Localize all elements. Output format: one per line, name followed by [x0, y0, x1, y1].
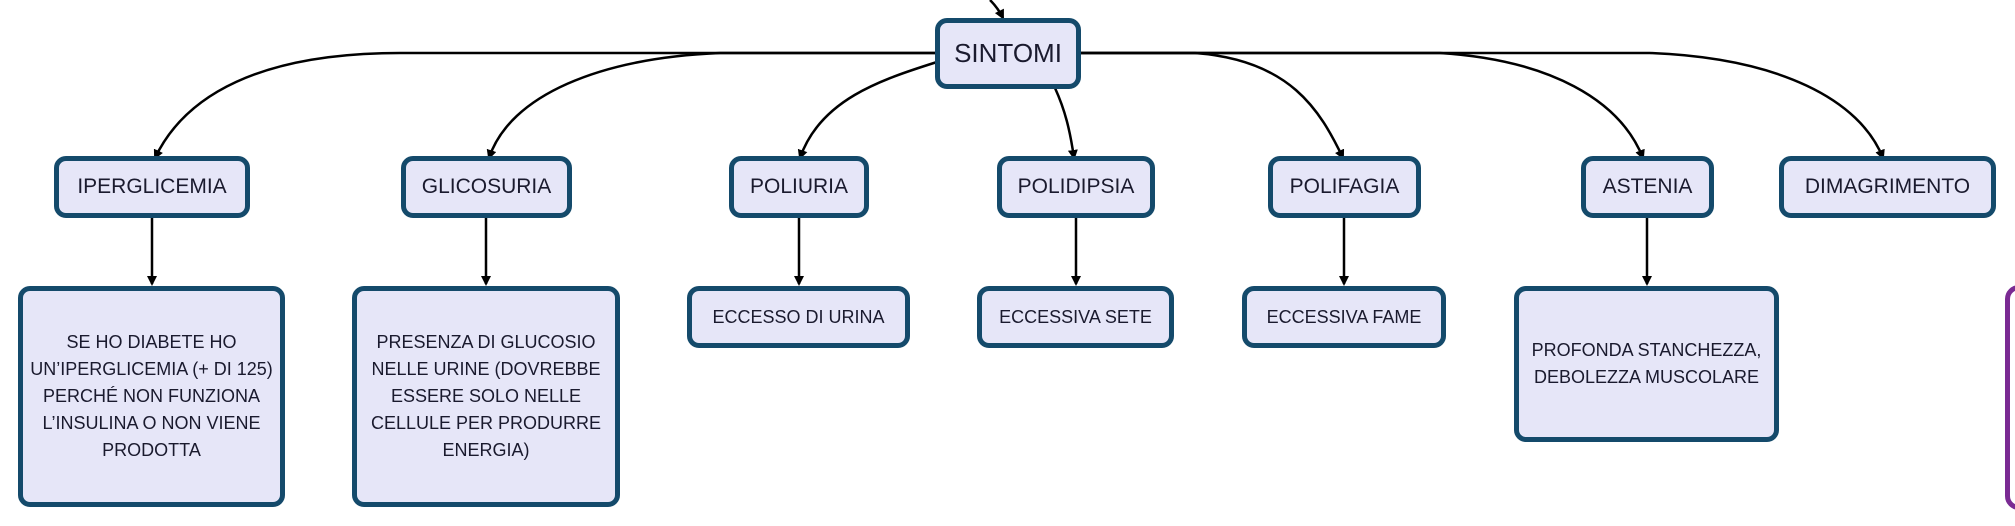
node-dimagrimento-label: DIMAGRIMENTO [1804, 175, 1971, 198]
node-glicosuria-detail-text: PRESENZA DI GLUCOSIO NELLE URINE (DOVREB… [370, 332, 602, 460]
node-astenia-detail[interactable]: PROFONDA STANCHEZZA, DEBOLEZZA MUSCOLARE [1514, 286, 1779, 442]
node-dimagrimento[interactable]: DIMAGRIMENTO [1779, 156, 1996, 218]
edge-sintomi-astenia [1079, 51, 1645, 160]
node-polifagia[interactable]: POLIFAGIA [1268, 156, 1421, 218]
node-poliuria-detail[interactable]: ECCESSO DI URINA [687, 286, 910, 348]
node-glicosuria-label: GLICOSURIA [421, 175, 552, 198]
node-iperglicemia[interactable]: IPERGLICEMIA [54, 156, 250, 218]
edge-sintomi-iperglicemia [153, 51, 937, 160]
node-astenia-detail-text: PROFONDA STANCHEZZA, DEBOLEZZA MUSCOLARE [1531, 340, 1762, 387]
edge-sintomi-poliuria [797, 60, 938, 160]
node-astenia[interactable]: ASTENIA [1581, 156, 1714, 218]
node-poliuria-detail-text: ECCESSO DI URINA [712, 306, 885, 327]
offscreen-node [2005, 285, 2015, 510]
edge-sintomi-polifagia [1079, 51, 1345, 160]
edge-parent-to-sintomi [989, 0, 1005, 20]
edge-sintomi-dimagrimento [1079, 51, 1885, 160]
edge-sintomi-polidipsia [1053, 87, 1078, 160]
node-sintomi-label: SINTOMI [954, 38, 1062, 68]
node-polidipsia-label: POLIDIPSIA [1017, 175, 1135, 198]
node-polifagia-label: POLIFAGIA [1289, 175, 1400, 198]
node-polifagia-detail-text: ECCESSIVA FAME [1266, 306, 1422, 327]
edge-sintomi-glicosuria [486, 51, 937, 160]
node-polifagia-detail[interactable]: ECCESSIVA FAME [1242, 286, 1446, 348]
node-iperglicemia-detail-text: SE HO DIABETE HO UN’IPERGLICEMIA (+ DI 1… [30, 332, 273, 460]
node-polidipsia-detail[interactable]: ECCESSIVA SETE [977, 286, 1174, 348]
node-polidipsia-detail-text: ECCESSIVA SETE [999, 306, 1152, 327]
node-poliuria-label: POLIURIA [749, 175, 849, 198]
node-polidipsia[interactable]: POLIDIPSIA [997, 156, 1155, 218]
node-poliuria[interactable]: POLIURIA [729, 156, 869, 218]
node-glicosuria[interactable]: GLICOSURIA [401, 156, 572, 218]
node-iperglicemia-detail[interactable]: SE HO DIABETE HO UN’IPERGLICEMIA (+ DI 1… [18, 286, 285, 507]
node-astenia-label: ASTENIA [1602, 175, 1693, 198]
node-iperglicemia-label: IPERGLICEMIA [77, 175, 227, 198]
node-glicosuria-detail[interactable]: PRESENZA DI GLUCOSIO NELLE URINE (DOVREB… [352, 286, 620, 507]
node-sintomi[interactable]: SINTOMI [935, 18, 1081, 89]
